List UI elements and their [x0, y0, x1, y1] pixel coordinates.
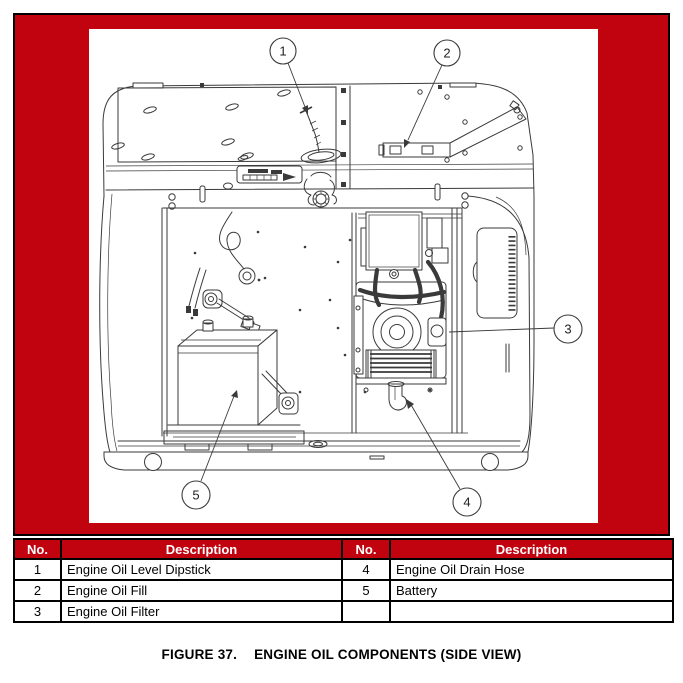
- callout-5: 5: [181, 390, 238, 510]
- battery-cables-drawing: [186, 267, 207, 316]
- callout-4-number: 4: [463, 495, 470, 510]
- cooling-fins: [365, 349, 437, 379]
- col-header-description-left: Description: [60, 538, 343, 560]
- callout-3: 3: [448, 314, 583, 344]
- air-box: [365, 211, 423, 271]
- battery-tray-drawing: [163, 424, 305, 451]
- figure-caption: FIGURE 37. ENGINE OIL COMPONENTS (SIDE VI…: [0, 647, 683, 662]
- cell-no: 2: [13, 579, 62, 602]
- cell-description: Battery: [389, 579, 674, 602]
- col-header-no-left: No.: [13, 538, 62, 560]
- col-header-description-right: Description: [389, 538, 674, 560]
- cell-description: [389, 600, 674, 623]
- callout-3-number: 3: [564, 322, 571, 337]
- battery-holddown-rod-lower: [261, 370, 299, 415]
- cell-description: Engine Oil Level Dipstick: [60, 558, 343, 581]
- engine-diagram-panel: 1 2 3 4: [89, 29, 598, 523]
- right-air-duct: [472, 227, 518, 373]
- table-row: 1 Engine Oil Level Dipstick 4 Engine Oil…: [13, 558, 674, 581]
- engine-oil-drain-hose-drawing: [387, 381, 407, 411]
- figure-frame: 1 2 3 4: [13, 13, 670, 536]
- base-hardware: [144, 440, 499, 471]
- callout-5-number: 5: [192, 488, 199, 503]
- callout-1: 1: [269, 37, 308, 114]
- engine-oil-dipstick-drawing: [299, 106, 342, 164]
- table-row: 2 Engine Oil Fill 5 Battery: [13, 579, 674, 602]
- battery-drawing: [177, 315, 278, 426]
- col-header-no-right: No.: [341, 538, 391, 560]
- cell-no: 4: [341, 558, 391, 581]
- engine-oil-fill-drawing: [378, 89, 527, 163]
- cell-no: 1: [13, 558, 62, 581]
- engine-oil-filter-drawing: [372, 307, 422, 357]
- generator-side-view-drawing: 1 2 3 4: [99, 37, 583, 517]
- conduit-drawing: [218, 211, 261, 285]
- cell-description: Engine Oil Drain Hose: [389, 558, 674, 581]
- control-label-plate: [236, 165, 303, 184]
- callout-1-number: 1: [279, 44, 286, 59]
- callout-2: 2: [404, 39, 461, 148]
- figure-label: FIGURE 37.: [161, 647, 238, 662]
- vent-slots: [111, 89, 291, 161]
- cell-no: 3: [13, 600, 62, 623]
- rail-hardware: [168, 182, 469, 210]
- interior-bay: [161, 207, 463, 451]
- cell-no: [341, 600, 391, 623]
- callout-2-number: 2: [443, 46, 450, 61]
- figure-title: ENGINE OIL COMPONENTS (SIDE VIEW): [254, 647, 522, 662]
- table-header-row: No. Description No. Description: [13, 538, 674, 560]
- cell-no: 5: [341, 579, 391, 602]
- top-deck-panels: [111, 83, 527, 210]
- screws: [417, 89, 523, 163]
- cell-description: Engine Oil Filter: [60, 600, 343, 623]
- engine-drawing: [353, 211, 462, 411]
- cell-description: Engine Oil Fill: [60, 579, 343, 602]
- latch-knob: [303, 171, 337, 208]
- callout-4: 4: [406, 399, 482, 517]
- table-row: 3 Engine Oil Filter: [13, 600, 674, 623]
- parts-table: No. Description No. Description 1 Engine…: [13, 538, 674, 623]
